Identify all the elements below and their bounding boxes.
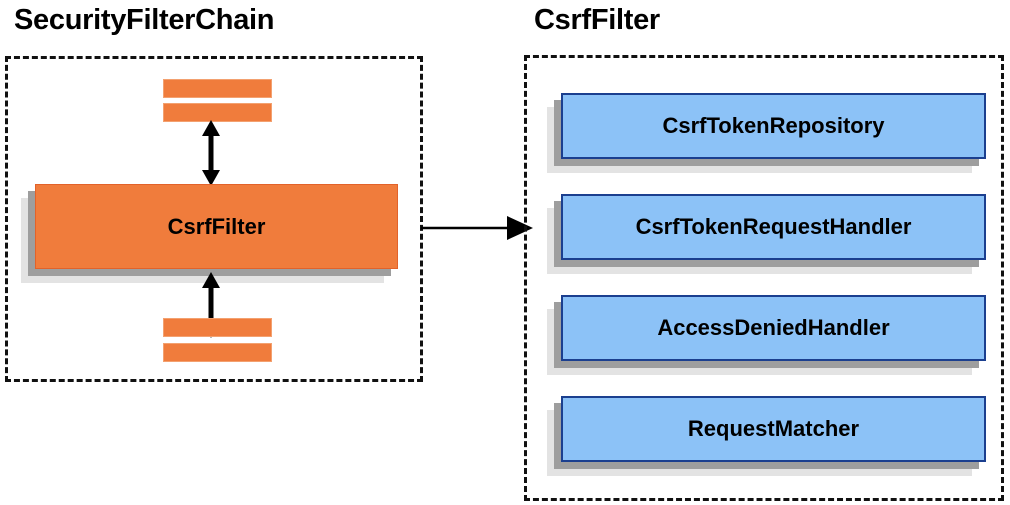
panel-title-csrf-filter: CsrfFilter	[534, 4, 660, 36]
node-csrffilter-label: CsrfFilter	[167, 213, 266, 239]
filter-bar-bottom-2	[163, 343, 272, 362]
node-csrftokenrequesthandler-body: CsrfTokenRequestHandler	[561, 194, 986, 260]
node-accessdeniedhandler-label: AccessDeniedHandler	[657, 315, 890, 340]
node-csrffilter-body: CsrfFilter	[35, 184, 398, 269]
node-csrftokenrepository[interactable]: CsrfTokenRepository	[547, 93, 986, 173]
node-csrffilter[interactable]: CsrfFilter	[21, 184, 398, 283]
filter-bar-top-2	[163, 103, 272, 122]
filter-bar-top-1	[163, 79, 272, 98]
node-csrftokenrequesthandler[interactable]: CsrfTokenRequestHandler	[547, 194, 986, 274]
node-requestmatcher-body: RequestMatcher	[561, 396, 986, 462]
node-csrftokenrepository-body: CsrfTokenRepository	[561, 93, 986, 159]
arrow-left-panel-to-right-panel	[421, 216, 533, 240]
panel-csrf-filter	[524, 55, 1004, 501]
node-accessdeniedhandler[interactable]: AccessDeniedHandler	[547, 295, 986, 375]
arrow-above-csrffilter	[202, 120, 220, 186]
node-requestmatcher-label: RequestMatcher	[687, 416, 860, 441]
node-requestmatcher[interactable]: RequestMatcher	[547, 396, 986, 476]
node-csrftokenrequesthandler-label: CsrfTokenRequestHandler	[635, 214, 912, 239]
panel-title-security-filter-chain: SecurityFilterChain	[14, 4, 275, 36]
panel-security-filter-chain	[5, 56, 423, 382]
filter-bar-bottom-1	[163, 318, 272, 337]
node-accessdeniedhandler-body: AccessDeniedHandler	[561, 295, 986, 361]
node-csrftokenrepository-label: CsrfTokenRepository	[662, 113, 885, 138]
